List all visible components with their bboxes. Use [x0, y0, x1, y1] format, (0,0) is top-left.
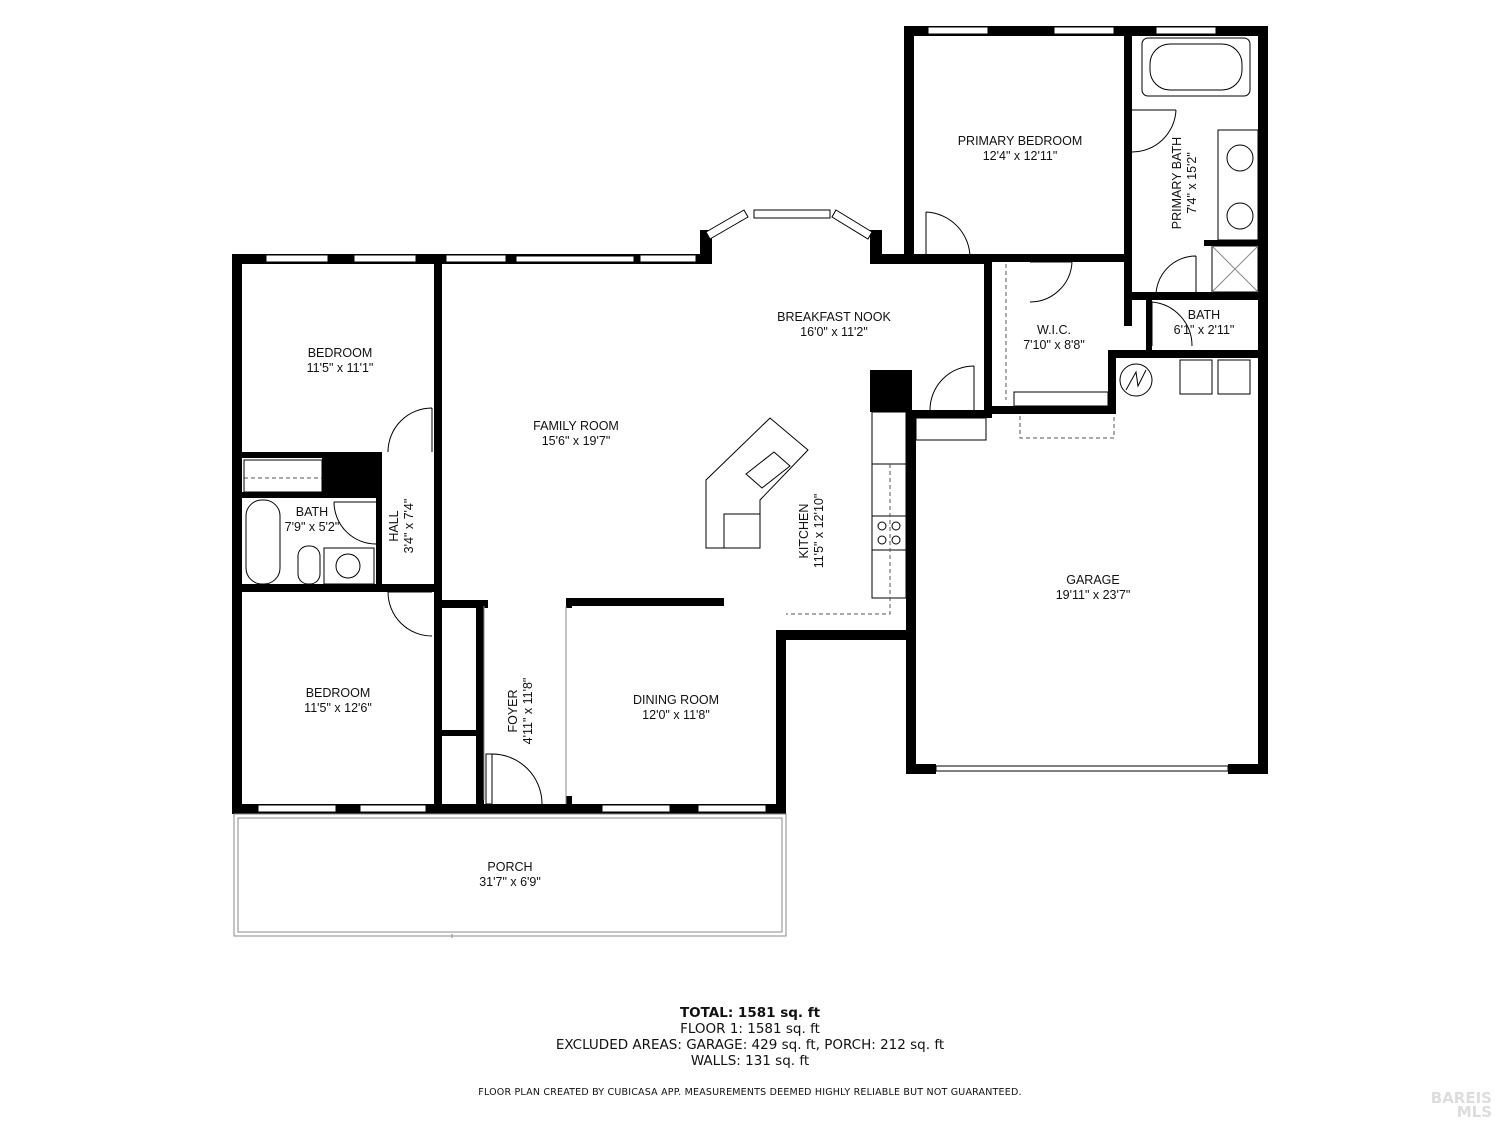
room-dims: 11'5" x 12'6" [304, 701, 372, 715]
room-name: PORCH [487, 860, 533, 874]
room-porch: PORCH 31'7" x 6'9" [479, 860, 541, 890]
room-dims: 12'0" x 11'8" [642, 708, 710, 722]
room-name: BATH [1187, 308, 1221, 322]
room-garage: GARAGE 19'11" x 23'7" [1056, 573, 1131, 603]
room-name: DINING ROOM [632, 693, 720, 707]
room-wic: W.I.C. 7'10" x 8'8" [1023, 323, 1085, 353]
excluded-areas: EXCLUDED AREAS: GARAGE: 429 sq. ft, PORC… [555, 1037, 945, 1053]
watermark-line2: MLS [1456, 1103, 1492, 1121]
room-dims: 7'4" x 15'2" [1185, 152, 1199, 214]
watermark-line1: BAREIS [1430, 1089, 1492, 1107]
room-name: BEDROOM [305, 686, 371, 700]
room-name: BREAKFAST NOOK [777, 310, 891, 324]
room-dims: 16'0" x 11'2" [800, 325, 868, 339]
room-dims: 12'4" x 12'11" [982, 149, 1058, 163]
room-kitchen: KITCHEN 11'5" x 12'10" [797, 494, 827, 569]
room-dims: 31'7" x 6'9" [479, 875, 541, 889]
room-foyer: FOYER 4'11" x 11'8" [506, 678, 536, 745]
fixtures [233, 37, 1259, 938]
room-hall: HALL 3'4" x 7'4" [387, 499, 417, 554]
room-name: KITCHEN [797, 503, 811, 559]
room-bath-2: BATH 7'9" x 5'2" [285, 505, 340, 535]
room-name: PRIMARY BEDROOM [957, 134, 1083, 148]
room-bath-small: BATH 6'1" x 2'11" [1174, 308, 1235, 338]
room-dims: 11'5" x 11'1" [306, 361, 374, 375]
room-dims: 19'11" x 23'7" [1055, 588, 1131, 602]
room-dims: 11'5" x 12'10" [812, 493, 826, 569]
disclaimer: FLOOR PLAN CREATED BY CUBICASA APP. MEAS… [478, 1087, 1022, 1098]
doors [333, 109, 1197, 805]
floor1-area: FLOOR 1: 1581 sq. ft [680, 1021, 820, 1037]
room-name: FOYER [506, 689, 520, 733]
room-name: PRIMARY BATH [1170, 136, 1184, 230]
room-name: BEDROOM [307, 346, 373, 360]
area-summary: TOTAL: 1581 sq. ft FLOOR 1: 1581 sq. ft … [0, 1005, 1500, 1069]
room-dims: 7'9" x 5'2" [284, 520, 340, 534]
room-bedroom-1: BEDROOM 11'5" x 11'1" [307, 346, 374, 376]
room-name: GARAGE [1066, 573, 1120, 587]
mls-watermark-logo: BAREIS MLS [1430, 1089, 1492, 1121]
exterior-walls [232, 26, 1268, 814]
room-name: HALL [387, 510, 401, 542]
room-breakfast-nook: BREAKFAST NOOK 16'0" x 11'2" [777, 310, 891, 340]
walls-area: WALLS: 131 sq. ft [690, 1053, 810, 1069]
windows [257, 26, 1229, 813]
total-area: TOTAL: 1581 sq. ft [679, 1005, 821, 1021]
room-bedroom-2: BEDROOM 11'5" x 12'6" [304, 686, 372, 716]
room-name: FAMILY ROOM [533, 419, 619, 433]
room-dims: 15'6" x 19'7" [541, 434, 611, 448]
room-name: BATH [295, 505, 329, 519]
room-family-room: FAMILY ROOM 15'6" x 19'7" [533, 419, 619, 449]
room-primary-bedroom: PRIMARY BEDROOM 12'4" x 12'11" [958, 134, 1083, 164]
room-dims: 6'1" x 2'11" [1173, 323, 1235, 337]
room-name: W.I.C. [1036, 323, 1072, 337]
room-dining-room: DINING ROOM 12'0" x 11'8" [633, 693, 719, 723]
room-dims: 4'11" x 11'8" [521, 677, 535, 745]
room-dims: 7'10" x 8'8" [1023, 338, 1085, 352]
room-primary-bath: PRIMARY BATH 7'4" x 15'2" [1170, 137, 1200, 229]
room-dims: 3'4" x 7'4" [402, 498, 416, 554]
